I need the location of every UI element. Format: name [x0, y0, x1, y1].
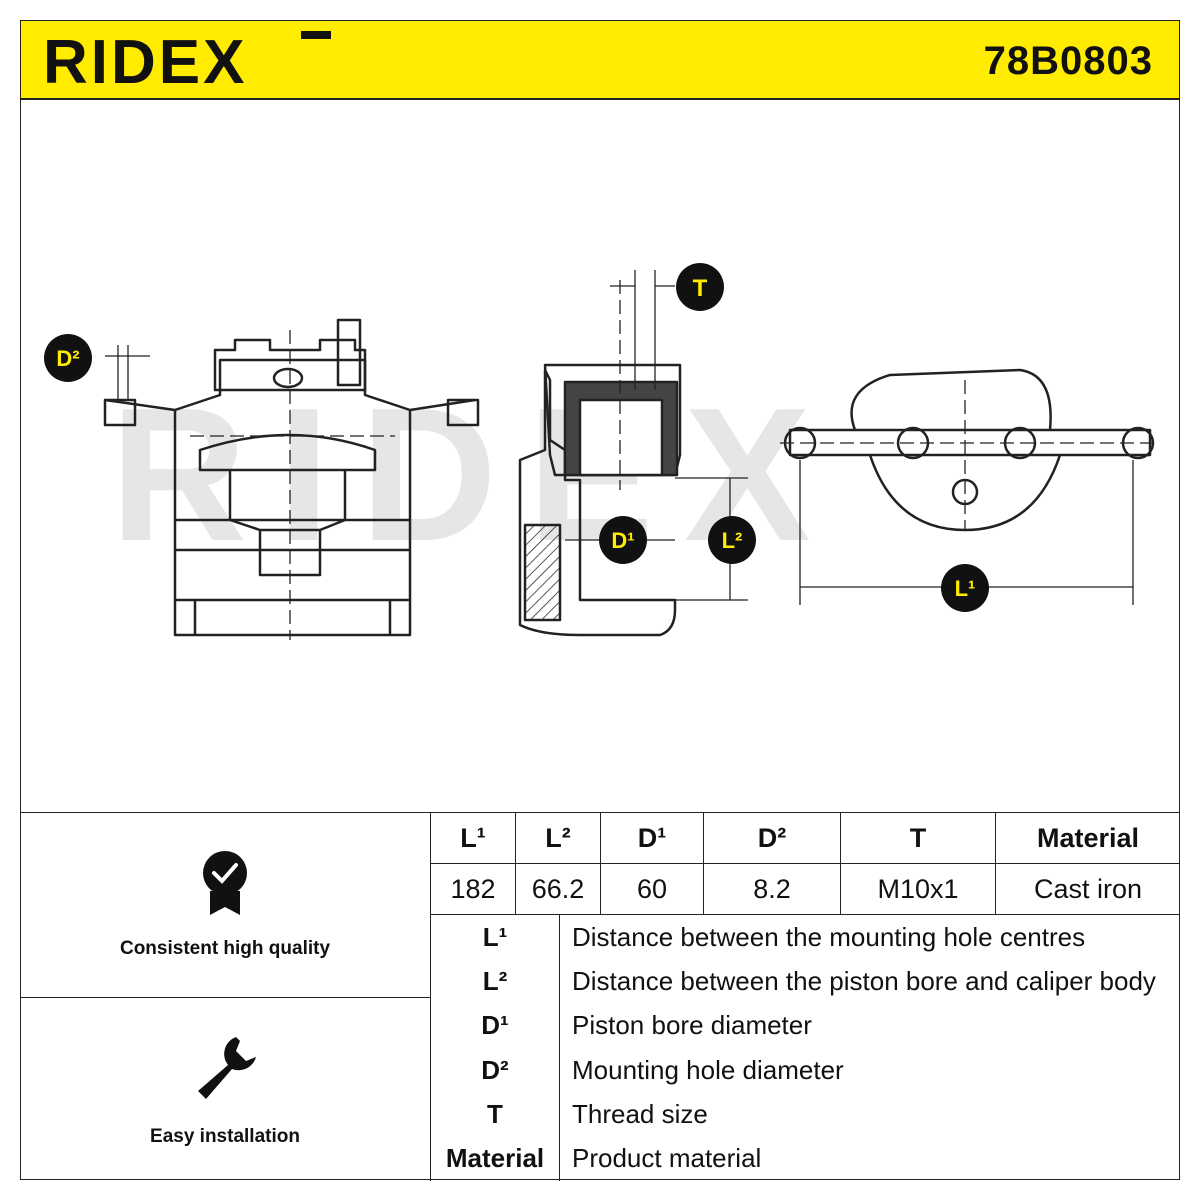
legend-row: D¹ Piston bore diameter: [431, 1003, 1180, 1048]
legend-description: Mounting hole diameter: [572, 1054, 844, 1085]
legend-description: Distance between the mounting hole centr…: [572, 921, 1086, 952]
legend-code: D¹: [431, 1003, 560, 1048]
technical-drawing: RIDEX: [20, 100, 1180, 812]
legend-table: L¹ Distance between the mounting hole ce…: [431, 915, 1180, 1181]
legend-code: D²: [431, 1047, 560, 1093]
spec-table: L¹ L² D¹ D² T Material 182 66.2 60 8.2 M…: [431, 813, 1180, 915]
feature-quality-label: Consistent high quality: [119, 938, 331, 959]
header-bar: RIDEX 78B0803: [20, 20, 1180, 100]
callout-d1: D¹: [599, 516, 647, 564]
callout-t: T: [676, 263, 724, 311]
legend-row: Material Product material: [431, 1136, 1180, 1181]
watermark: RIDEX: [110, 369, 841, 581]
caliper-front-view: [103, 318, 480, 640]
spec-header-row: L¹ L² D¹ D² T Material: [431, 813, 1180, 864]
legend-description: Distance between the piston bore and cal…: [572, 965, 1156, 996]
caliper-top-view: [105, 345, 1158, 605]
callout-l2: L²: [708, 516, 756, 564]
spec-value-d1: 60: [600, 863, 704, 915]
features-panel: Consistent high quality Easy installatio…: [20, 813, 431, 1181]
spec-value-l1: 182: [431, 863, 516, 915]
legend-row: L¹ Distance between the mounting hole ce…: [431, 915, 1180, 960]
spec-value-l2: 66.2: [515, 863, 601, 915]
spec-value-d2: 8.2: [703, 863, 841, 915]
legend-row: L² Distance between the piston bore and …: [431, 959, 1180, 1004]
spec-header-material: Material: [995, 813, 1180, 864]
legend-code: Material: [431, 1136, 560, 1181]
callout-l1: L¹: [941, 564, 989, 612]
spec-header-t: T: [840, 813, 996, 864]
callout-d2-label: D²: [56, 346, 79, 371]
spec-header-d1: D¹: [600, 813, 704, 864]
spec-header-d2: D²: [703, 813, 841, 864]
spec-value-row: 182 66.2 60 8.2 M10x1 Cast iron: [431, 863, 1180, 915]
feature-installation: Easy installation: [20, 1033, 430, 1148]
feature-divider: [20, 997, 430, 998]
legend-code: L²: [431, 959, 560, 1004]
spec-value-material: Cast iron: [995, 863, 1180, 915]
caliper-drawing: RIDEX: [44, 263, 1158, 640]
quality-badge-icon: [203, 851, 247, 915]
feature-installation-label: Easy installation: [150, 1126, 300, 1147]
part-number: 78B0803: [983, 39, 1153, 83]
callout-t-label: T: [693, 275, 708, 302]
legend-code: L¹: [431, 915, 560, 960]
callout-l1-label: L¹: [955, 576, 976, 601]
legend-description: Piston bore diameter: [572, 1010, 812, 1041]
spec-header-l1: L¹: [431, 813, 516, 864]
wrench-icon: [198, 1037, 256, 1099]
legend-description: Thread size: [572, 1098, 708, 1129]
brand-logo: RIDEX: [43, 29, 331, 91]
feature-quality: Consistent high quality: [20, 849, 430, 960]
caliper-section-view: [518, 270, 748, 637]
brand-logo-text: RIDEX: [43, 29, 247, 91]
callout-l2-label: L²: [722, 528, 743, 553]
callout-d2: D²: [44, 334, 92, 382]
legend-row: D² Mounting hole diameter: [431, 1047, 1180, 1093]
legend-description: Product material: [572, 1143, 762, 1174]
spec-header-l2: L²: [515, 813, 601, 864]
legend-row: T Thread size: [431, 1092, 1180, 1137]
info-section: Consistent high quality Easy installatio…: [20, 812, 1180, 1181]
legend-code: T: [431, 1092, 560, 1137]
spec-value-t: M10x1: [840, 863, 996, 915]
callout-d1-label: D¹: [611, 528, 634, 553]
